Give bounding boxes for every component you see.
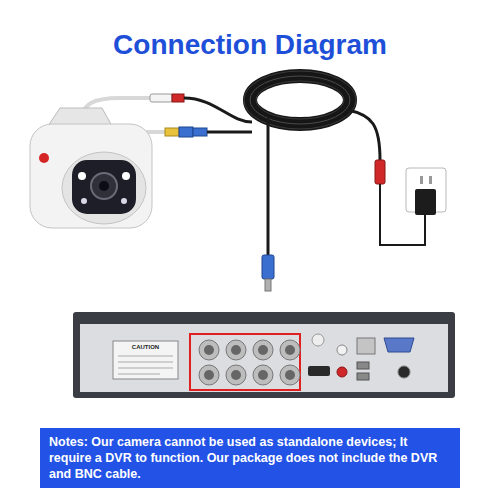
- camera-face: [72, 160, 136, 214]
- bullet-camera: [30, 108, 152, 228]
- diagram-title: Connection Diagram: [0, 28, 500, 62]
- camera-mount: [48, 108, 112, 126]
- camera-led: [122, 172, 130, 180]
- sticker-line: [118, 374, 160, 375]
- fan-vent: [312, 334, 324, 346]
- cable: [184, 98, 252, 122]
- bnc-plug: [179, 127, 193, 137]
- dvr-rear-panel: [80, 324, 448, 392]
- cable: [267, 118, 270, 255]
- camera-led: [78, 172, 86, 180]
- vga-port: [384, 338, 414, 352]
- dvr-recorder: [73, 312, 455, 398]
- bnc-port: [285, 370, 295, 380]
- caution-sticker: [113, 341, 178, 379]
- cable-coil: [244, 71, 356, 129]
- bnc-port: [226, 340, 246, 360]
- bnc-port: [231, 345, 241, 355]
- hdmi-port: [308, 366, 330, 376]
- camera-body: [30, 124, 152, 228]
- dvr-housing: [73, 312, 455, 398]
- bnc-port: [231, 370, 241, 380]
- dc-port: [398, 366, 410, 378]
- bnc-ports: [199, 340, 300, 385]
- bnc-port: [253, 340, 273, 360]
- outlet-slot: [429, 176, 432, 184]
- camera-lens: [99, 181, 109, 191]
- cable: [348, 110, 380, 160]
- bnc-port: [199, 340, 219, 360]
- bnc-port: [280, 340, 300, 360]
- bnc-plug: [165, 128, 179, 136]
- dc-plug: [150, 94, 172, 102]
- power-adapter: [406, 168, 446, 215]
- bnc-port: [204, 345, 214, 355]
- lan-port: [357, 338, 375, 354]
- bnc-port: [285, 345, 295, 355]
- caution-label: CAUTION: [113, 344, 178, 351]
- bnc-port: [199, 365, 219, 385]
- sticker-line: [118, 368, 173, 369]
- dc-connector: [172, 94, 184, 102]
- usb-port: [357, 373, 369, 380]
- usb-port: [357, 362, 369, 369]
- audio-port: [337, 345, 347, 355]
- coil-ring: [256, 81, 344, 119]
- cable: [207, 131, 252, 134]
- coil-ring: [250, 76, 350, 124]
- bnc-connector: [193, 128, 207, 136]
- notes-band: Notes: Our camera cannot be used as stan…: [40, 428, 460, 488]
- bnc-port: [280, 365, 300, 385]
- bnc-port: [204, 370, 214, 380]
- bnc-connector: [262, 255, 274, 279]
- extension-cable: [172, 94, 425, 291]
- outlet-slot: [420, 176, 423, 184]
- sticker-line: [118, 356, 173, 357]
- camera-front: [62, 152, 146, 224]
- camera-led: [81, 198, 87, 204]
- camera-led: [121, 198, 127, 204]
- camera-logo: [39, 153, 49, 163]
- sticker-line: [118, 362, 173, 363]
- audio-port: [337, 367, 347, 377]
- bnc-port: [258, 370, 268, 380]
- adapter: [415, 189, 436, 215]
- coil-ring: [250, 76, 350, 124]
- camera-lens: [91, 173, 117, 199]
- bnc-tip: [265, 279, 271, 291]
- video-in-highlight: [190, 334, 300, 390]
- coil-ring: [244, 71, 356, 129]
- dc-connector: [375, 160, 385, 184]
- bnc-port: [258, 345, 268, 355]
- bnc-port: [253, 365, 273, 385]
- bnc-port: [226, 365, 246, 385]
- note-text: Notes: Our camera cannot be used as stan…: [49, 434, 451, 482]
